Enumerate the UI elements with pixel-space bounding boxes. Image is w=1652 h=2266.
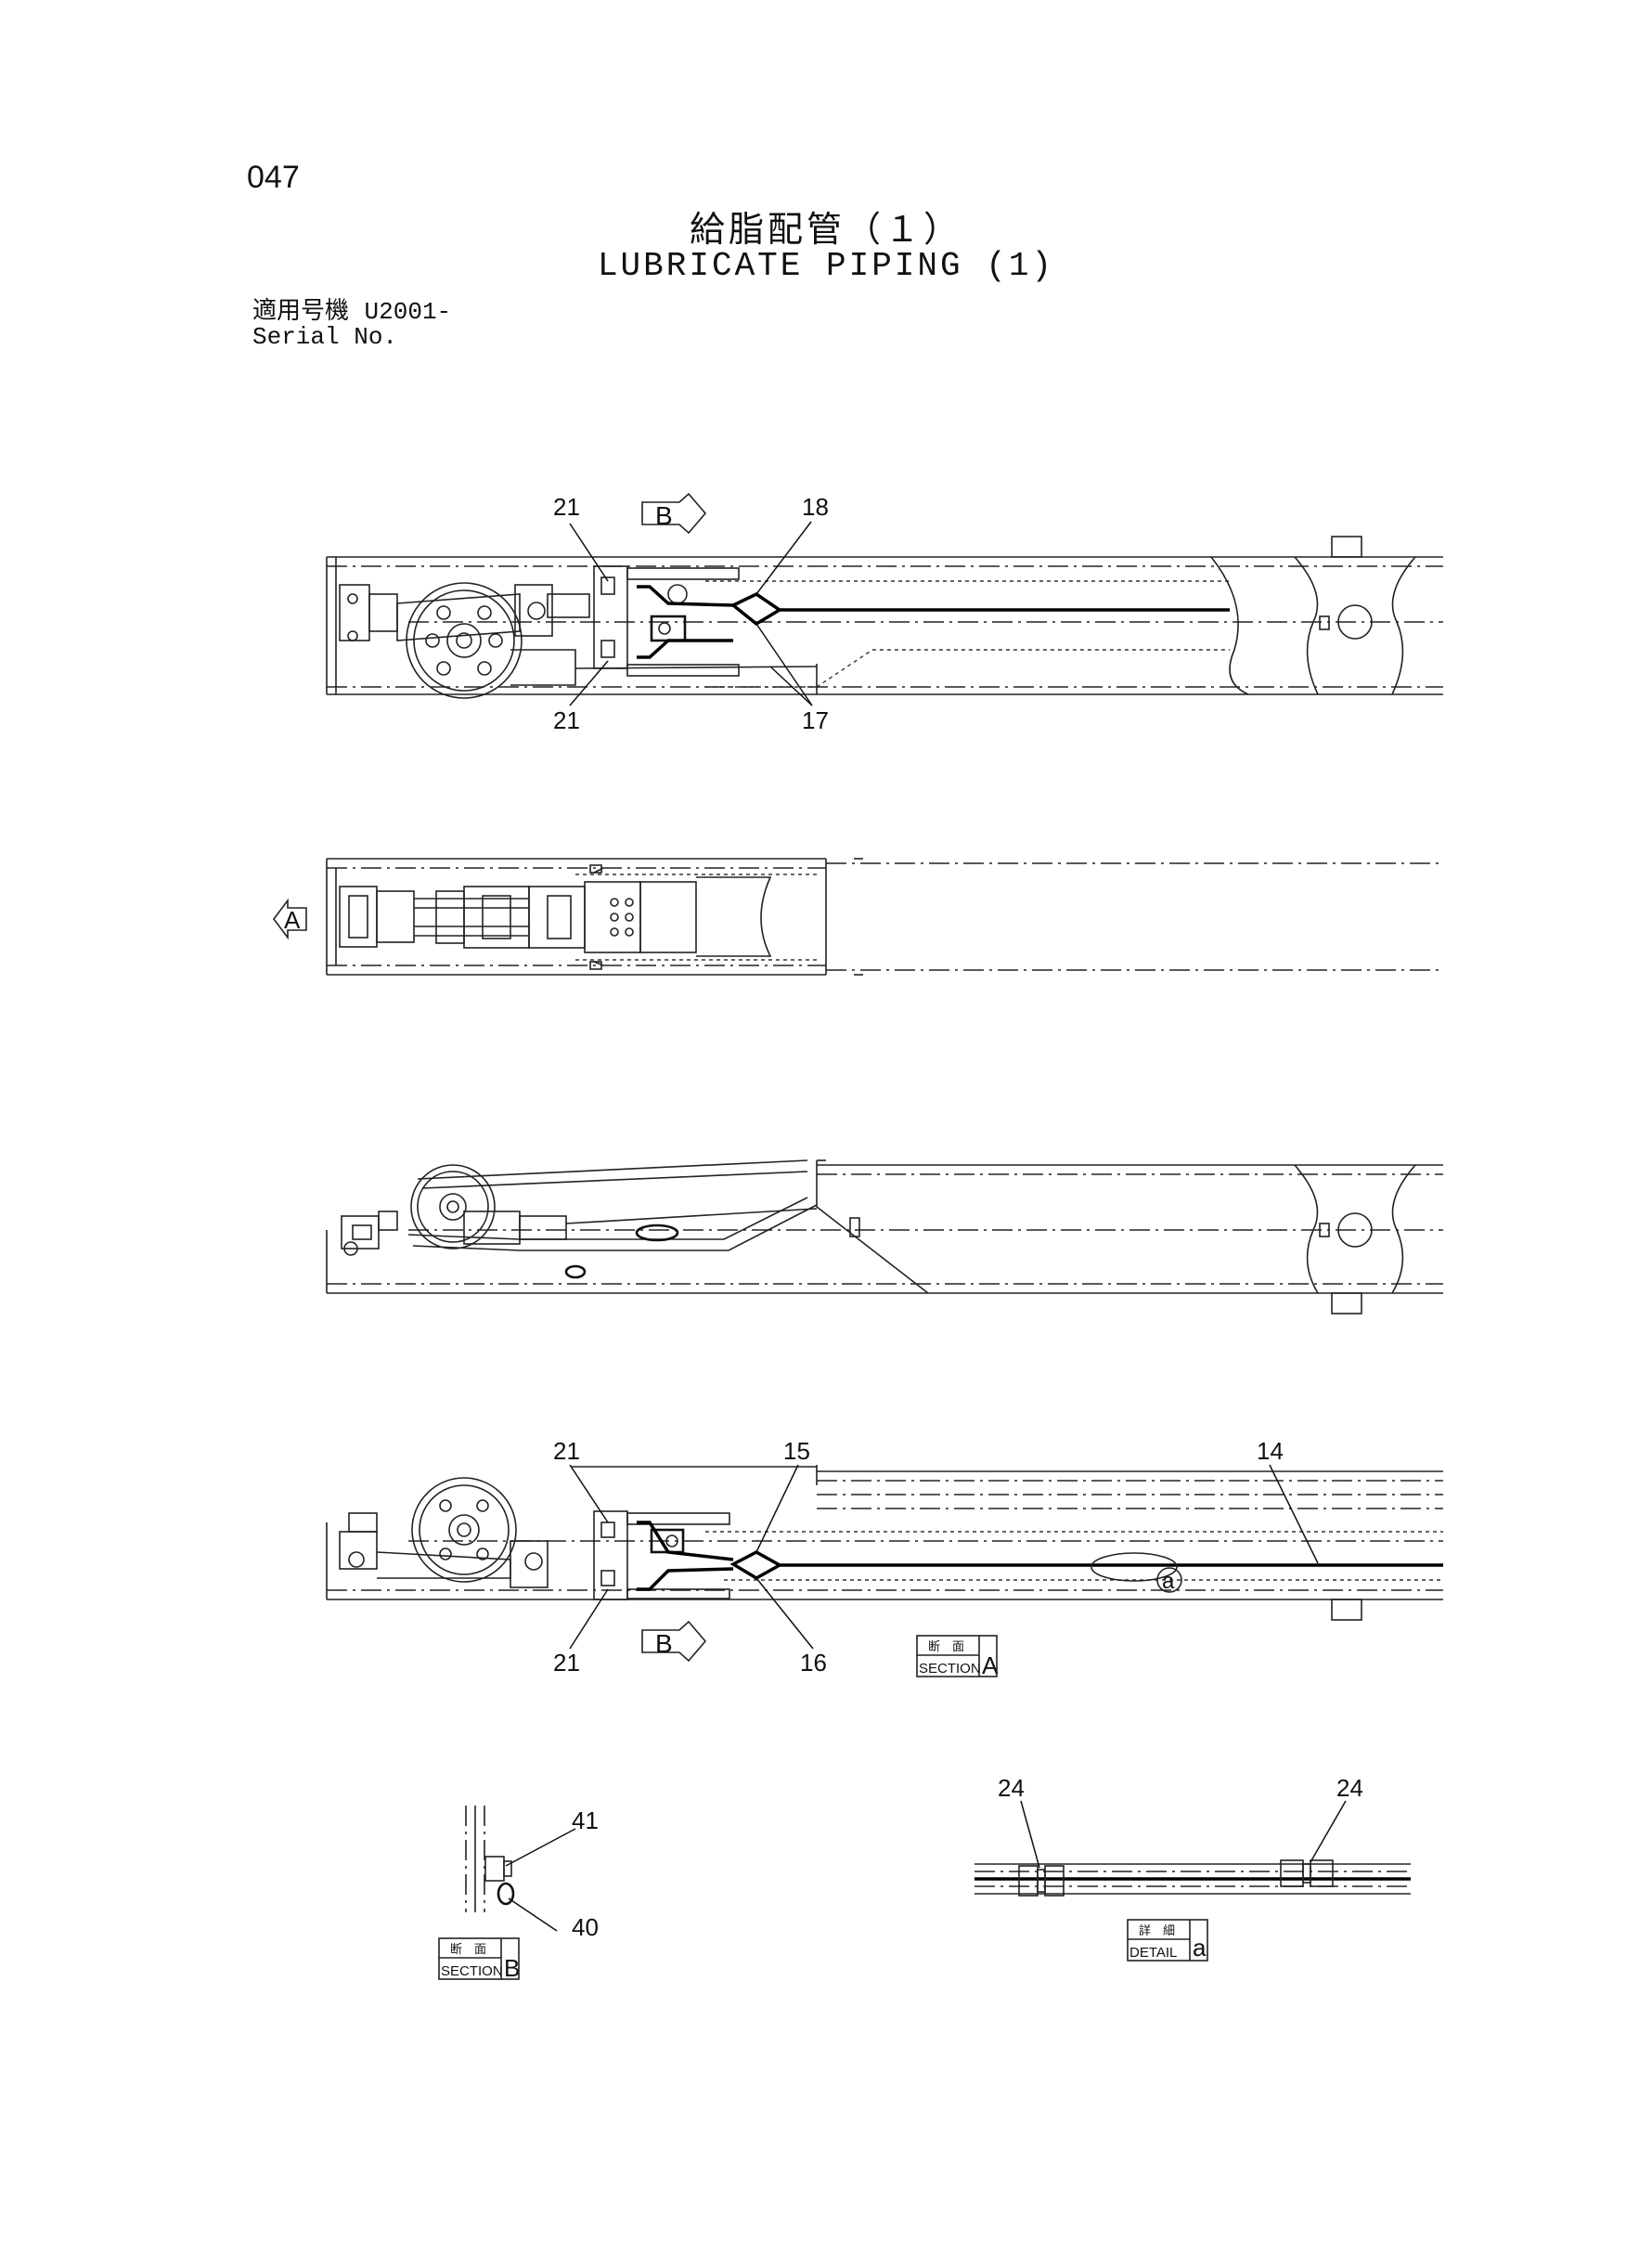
section-b-label-jp: 断 面: [450, 1943, 486, 1957]
view-a-marker: A: [284, 906, 301, 934]
callout-40: 40: [572, 1913, 599, 1941]
callout-24: 24: [1336, 1774, 1363, 1802]
page-title-japanese: 給脂配管（１）: [689, 209, 962, 250]
boom-side-view-top: [326, 521, 1443, 706]
callout-14: 14: [1257, 1437, 1284, 1465]
serial-number-block: 適用号機 U2001- Serial No.: [252, 299, 451, 349]
callout-21: 21: [553, 706, 580, 734]
section-a-label-box: 断 面 SECTION A: [916, 1635, 999, 1679]
callout-21: 21: [553, 1649, 580, 1677]
view-b-marker: B: [655, 1629, 673, 1658]
detail-a-label-jp: 詳 細: [1139, 1923, 1175, 1938]
serial-label-english: Serial No.: [252, 323, 398, 351]
view-b-marker: B: [655, 501, 673, 530]
section-b-letter: B: [504, 1954, 520, 1982]
serial-label-japanese: 適用号機: [252, 297, 350, 325]
callout-21: 21: [553, 1437, 580, 1465]
callout-16: 16: [800, 1649, 827, 1677]
callout-17: 17: [802, 706, 829, 734]
boom-side-view-middle: [326, 1159, 1443, 1314]
detail-a-view: [974, 1800, 1411, 1897]
page-title-english: LUBRICATE PIPING (1): [597, 247, 1055, 285]
section-b-label-en: SECTION: [441, 1963, 503, 1979]
detail-a-letter: a: [1193, 1934, 1207, 1962]
view-a-arrow: A: [273, 898, 307, 940]
detail-a-label-en: DETAIL: [1129, 1945, 1177, 1961]
section-b-label-box: 断 面 SECTION B: [438, 1937, 520, 1982]
boom-section-a-view: [326, 1464, 1443, 1650]
detail-a-label-box: 詳 細 DETAIL a: [1127, 1919, 1208, 1962]
serial-value: U2001-: [364, 298, 452, 326]
callout-41: 41: [572, 1806, 599, 1834]
view-b-arrow-lower: B: [641, 1620, 707, 1663]
boom-plan-view: [326, 858, 1443, 976]
callout-18: 18: [802, 493, 829, 521]
callout-21: 21: [553, 493, 580, 521]
callout-24: 24: [998, 1774, 1025, 1802]
section-a-label-jp: 断 面: [928, 1640, 964, 1654]
detail-a-marker: a: [1162, 1569, 1175, 1594]
page-number: 047: [247, 160, 300, 195]
section-a-label-en: SECTION: [919, 1661, 981, 1677]
view-b-arrow: B: [641, 492, 707, 535]
section-b-view: [465, 1806, 576, 1932]
callout-15: 15: [783, 1437, 810, 1465]
section-a-letter: A: [982, 1651, 999, 1679]
